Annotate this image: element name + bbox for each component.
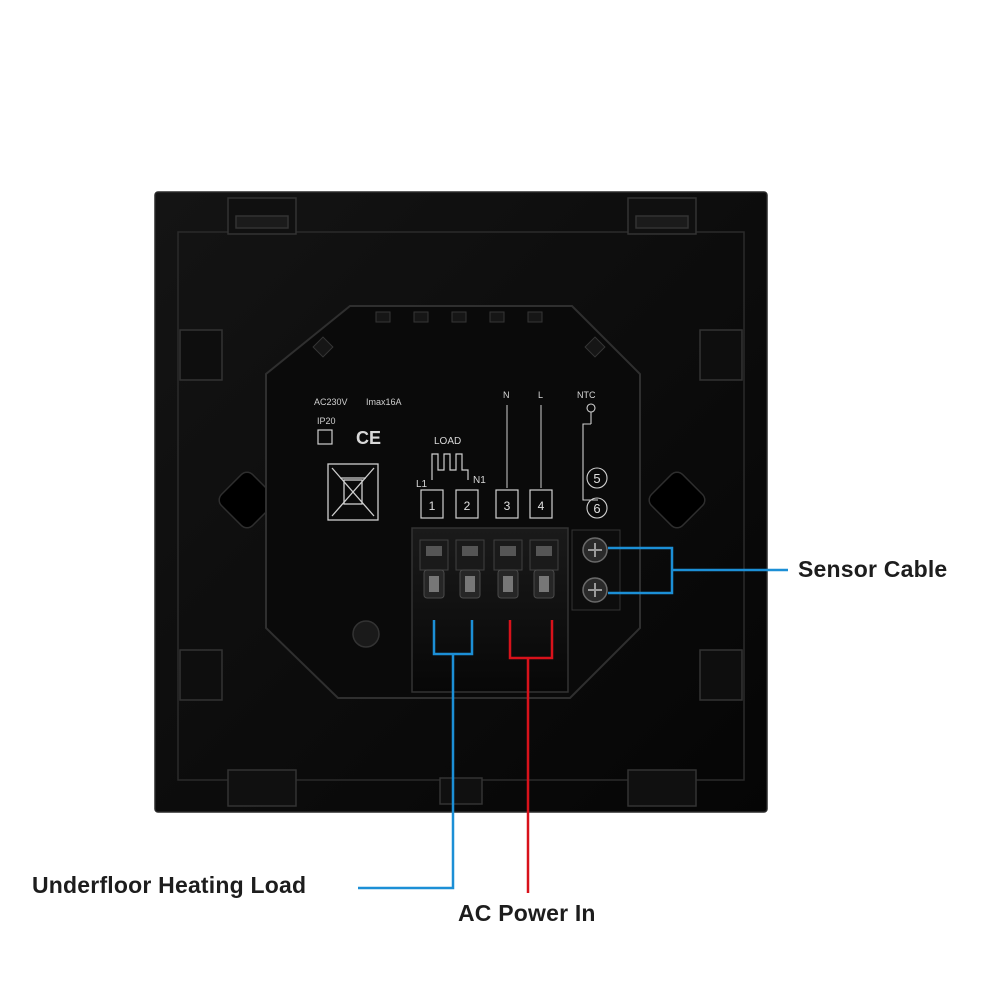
terminal-l1-label: L1 <box>416 479 428 490</box>
ac-power-leader <box>508 620 554 893</box>
ac-power-in-label: AC Power In <box>458 900 596 926</box>
terminal-2: 2 <box>464 499 471 513</box>
heating-load-leader <box>358 620 474 890</box>
ip20-square-icon <box>317 429 333 445</box>
underfloor-heating-load-label: Underfloor Heating Load <box>32 872 307 898</box>
sensor-cable-leader <box>608 546 788 595</box>
terminal-1: 1 <box>429 499 436 513</box>
rating-voltage: AC230V <box>314 397 348 407</box>
ce-mark: CE <box>356 428 381 448</box>
reset-button <box>352 620 380 648</box>
terminal-3: 3 <box>504 499 511 513</box>
terminal-4: 4 <box>538 499 545 513</box>
rating-current: Imax16A <box>366 397 402 407</box>
sensor-cable-label: Sensor Cable <box>798 556 948 582</box>
terminal-n1-label: N1 <box>473 475 486 486</box>
sensor-terminal-5: 5 <box>593 471 600 486</box>
ntc-sensor-icon <box>582 403 608 519</box>
mounting-holes <box>218 471 706 529</box>
screw-terminal-icon <box>419 539 559 599</box>
top-clips <box>227 197 697 235</box>
housing-vents <box>312 311 606 358</box>
ip-rating: IP20 <box>317 416 336 426</box>
label-l: L <box>538 390 543 400</box>
heater-symbol <box>431 453 469 480</box>
label-ntc: NTC <box>577 390 596 400</box>
weee-crossed-bin-icon <box>327 463 379 521</box>
sensor-terminal-6: 6 <box>593 501 600 516</box>
side-clips <box>179 329 743 701</box>
bottom-clips <box>227 769 697 807</box>
sensor-screw-icons <box>582 537 608 603</box>
label-n: N <box>503 390 510 400</box>
terminal-number-boxes: 1 2 3 4 <box>420 489 553 519</box>
load-label: LOAD <box>434 436 461 447</box>
